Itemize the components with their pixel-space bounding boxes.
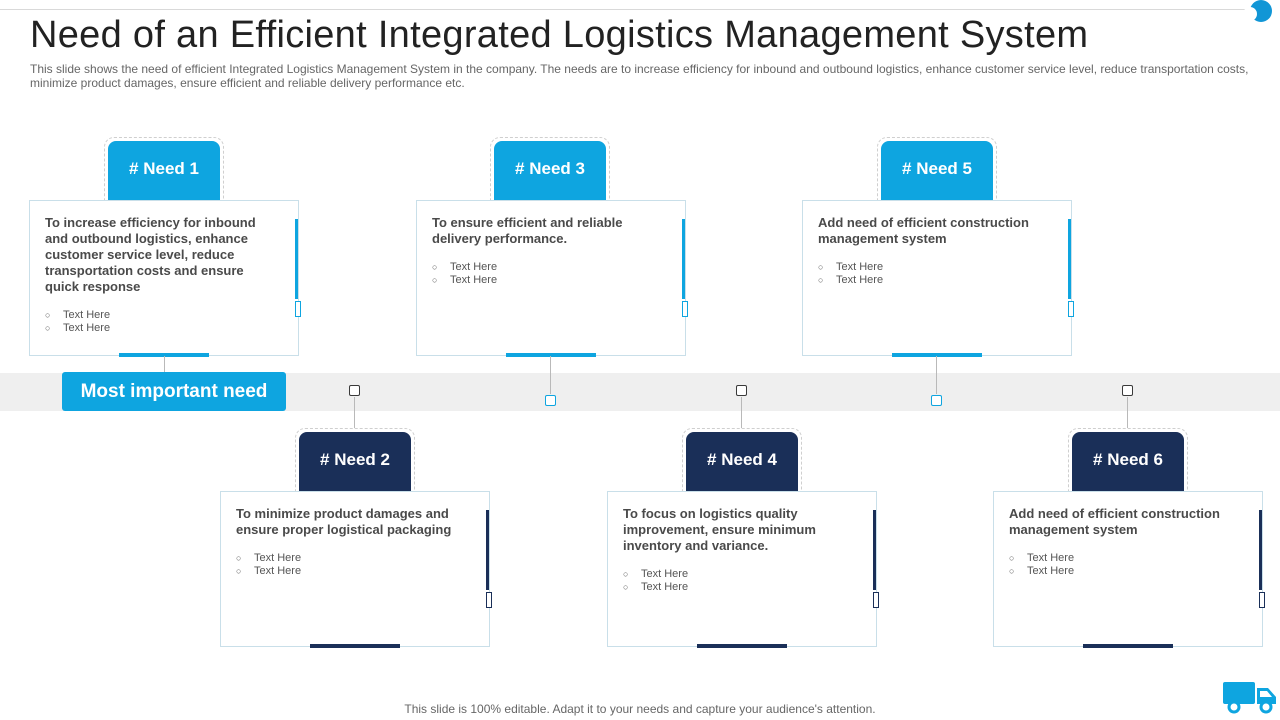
most-important-need-badge: Most important need xyxy=(62,372,286,411)
need-4-connector xyxy=(741,397,742,429)
need-3-bullets: Text Here Text Here xyxy=(432,261,657,287)
need-6-node xyxy=(1122,385,1133,396)
need-5-handle xyxy=(1068,301,1074,317)
need-3-node xyxy=(545,395,556,406)
need-3-connector xyxy=(550,356,551,394)
need-3-card: To ensure efficient and reliable deliver… xyxy=(416,200,688,357)
corner-circle-icon xyxy=(1243,0,1272,22)
truck-icon xyxy=(1223,682,1276,714)
need-6-bottom-bar xyxy=(1083,644,1173,648)
need-6-description: Add need of efficient construction manag… xyxy=(1009,506,1220,537)
need-4-bullets: Text Here Text Here xyxy=(623,568,848,594)
need-2-bullets: Text Here Text Here xyxy=(236,552,461,578)
need-3-accent-line xyxy=(682,219,685,299)
need-4-card: To focus on logistics quality improvemen… xyxy=(607,491,879,648)
need-5-bullet-1: Text Here xyxy=(818,261,1043,274)
top-divider xyxy=(0,9,1262,10)
need-2-bullet-2: Text Here xyxy=(236,565,461,578)
need-5-tab: # Need 5 xyxy=(877,137,997,203)
need-1-label: # Need 1 xyxy=(108,141,220,202)
need-5-card: Add need of efficient construction manag… xyxy=(802,200,1074,357)
need-6-bullet-2: Text Here xyxy=(1009,565,1234,578)
need-6-tab: # Need 6 xyxy=(1068,428,1188,494)
page-title: Need of an Efficient Integrated Logistic… xyxy=(30,14,1089,56)
need-6-card: Add need of efficient construction manag… xyxy=(993,491,1265,648)
need-5-bullets: Text Here Text Here xyxy=(818,261,1043,287)
need-4-tab: # Need 4 xyxy=(682,428,802,494)
need-3-handle xyxy=(682,301,688,317)
need-2-label: # Need 2 xyxy=(299,432,411,493)
need-3-bottom-bar xyxy=(506,353,596,357)
need-5-description: Add need of efficient construction manag… xyxy=(818,215,1029,246)
need-2-connector xyxy=(354,397,355,429)
need-5-accent-line xyxy=(1068,219,1071,299)
need-6-bullets: Text Here Text Here xyxy=(1009,552,1234,578)
page-subtitle: This slide shows the need of efficient I… xyxy=(30,62,1249,90)
need-2-bullet-1: Text Here xyxy=(236,552,461,565)
need-6-handle xyxy=(1259,592,1265,608)
need-6-accent-line xyxy=(1259,510,1262,590)
need-6-label: # Need 6 xyxy=(1072,432,1184,493)
need-4-label: # Need 4 xyxy=(686,432,798,493)
need-1-bullets: Text Here Text Here xyxy=(45,309,270,335)
need-1-bullet-2: Text Here xyxy=(45,322,270,335)
need-2-handle xyxy=(486,592,492,608)
need-5-bottom-bar xyxy=(892,353,982,357)
need-4-description: To focus on logistics quality improvemen… xyxy=(623,506,816,553)
need-1-handle xyxy=(295,301,301,317)
need-1-tab: # Need 1 xyxy=(104,137,224,203)
need-2-node xyxy=(349,385,360,396)
need-4-bullet-1: Text Here xyxy=(623,568,848,581)
need-4-accent-line xyxy=(873,510,876,590)
footer-note: This slide is 100% editable. Adapt it to… xyxy=(404,702,876,716)
need-1-description: To increase efficiency for inbound and o… xyxy=(45,215,256,294)
need-5-text: Add need of efficient construction manag… xyxy=(818,215,1043,287)
need-6-bullet-1: Text Here xyxy=(1009,552,1234,565)
need-6-connector xyxy=(1127,397,1128,429)
need-3-tab: # Need 3 xyxy=(490,137,610,203)
need-1-accent-line xyxy=(295,219,298,299)
need-6-text: Add need of efficient construction manag… xyxy=(1009,506,1234,578)
need-2-accent-line xyxy=(486,510,489,590)
need-1-card: To increase efficiency for inbound and o… xyxy=(29,200,301,357)
need-3-text: To ensure efficient and reliable deliver… xyxy=(432,215,657,287)
need-1-connector xyxy=(164,356,165,373)
need-3-bullet-2: Text Here xyxy=(432,274,657,287)
need-2-text: To minimize product damages and ensure p… xyxy=(236,506,461,578)
need-3-description: To ensure efficient and reliable deliver… xyxy=(432,215,623,246)
need-2-bottom-bar xyxy=(310,644,400,648)
need-3-label: # Need 3 xyxy=(494,141,606,202)
need-2-card: To minimize product damages and ensure p… xyxy=(220,491,492,648)
need-2-description: To minimize product damages and ensure p… xyxy=(236,506,452,537)
need-1-bottom-bar xyxy=(119,353,209,357)
need-5-connector xyxy=(936,356,937,394)
need-4-text: To focus on logistics quality improvemen… xyxy=(623,506,848,594)
need-5-label: # Need 5 xyxy=(881,141,993,202)
need-4-node xyxy=(736,385,747,396)
need-4-bullet-2: Text Here xyxy=(623,581,848,594)
need-1-text: To increase efficiency for inbound and o… xyxy=(45,215,270,335)
need-2-tab: # Need 2 xyxy=(295,428,415,494)
need-4-bottom-bar xyxy=(697,644,787,648)
need-5-node xyxy=(931,395,942,406)
need-4-handle xyxy=(873,592,879,608)
need-5-bullet-2: Text Here xyxy=(818,274,1043,287)
need-3-bullet-1: Text Here xyxy=(432,261,657,274)
need-1-bullet-1: Text Here xyxy=(45,309,270,322)
